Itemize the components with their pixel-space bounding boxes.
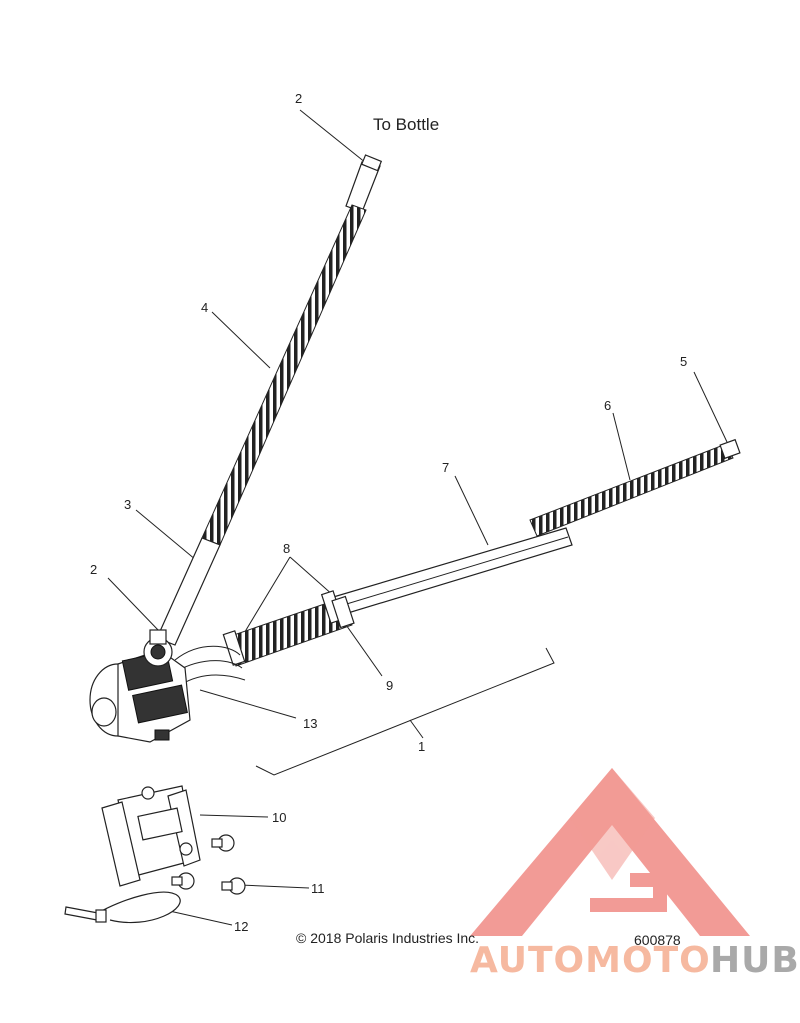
callout-10: 10 (272, 810, 286, 825)
rack-assembly (174, 438, 741, 686)
bolts (171, 834, 246, 895)
leader-lines (107, 109, 728, 926)
callout-3: 3 (124, 497, 131, 512)
copyright-notice: © 2018 Polaris Industries Inc. (296, 930, 479, 946)
figure-number: 600878 (634, 932, 681, 948)
callout-2-top: 2 (295, 91, 302, 106)
tube-to-bottle (156, 154, 383, 646)
mounting-bracket (101, 785, 201, 887)
callout-1: 1 (418, 739, 425, 754)
watermark-text-automoto: AUTOMOTO (470, 940, 711, 981)
watermark-logo (470, 768, 750, 936)
callout-labels: 2 4 3 2 8 7 6 5 9 13 1 10 11 12 (90, 91, 687, 934)
cable-tie (64, 891, 181, 924)
callout-2-bottom: 2 (90, 562, 97, 577)
callout-5: 5 (680, 354, 687, 369)
watermark-text: AUTOMOTO HUB (470, 940, 800, 981)
callout-11: 11 (311, 881, 325, 896)
callout-6: 6 (604, 398, 611, 413)
callout-9: 9 (386, 678, 393, 693)
callout-12: 12 (234, 919, 248, 934)
watermark-text-hub: HUB (710, 940, 800, 981)
callout-8: 8 (283, 541, 290, 556)
callout-13: 13 (303, 716, 317, 731)
motor-housing (89, 629, 191, 743)
note-to-bottle: To Bottle (373, 115, 439, 134)
callout-7: 7 (442, 460, 449, 475)
callout-4: 4 (201, 300, 208, 315)
